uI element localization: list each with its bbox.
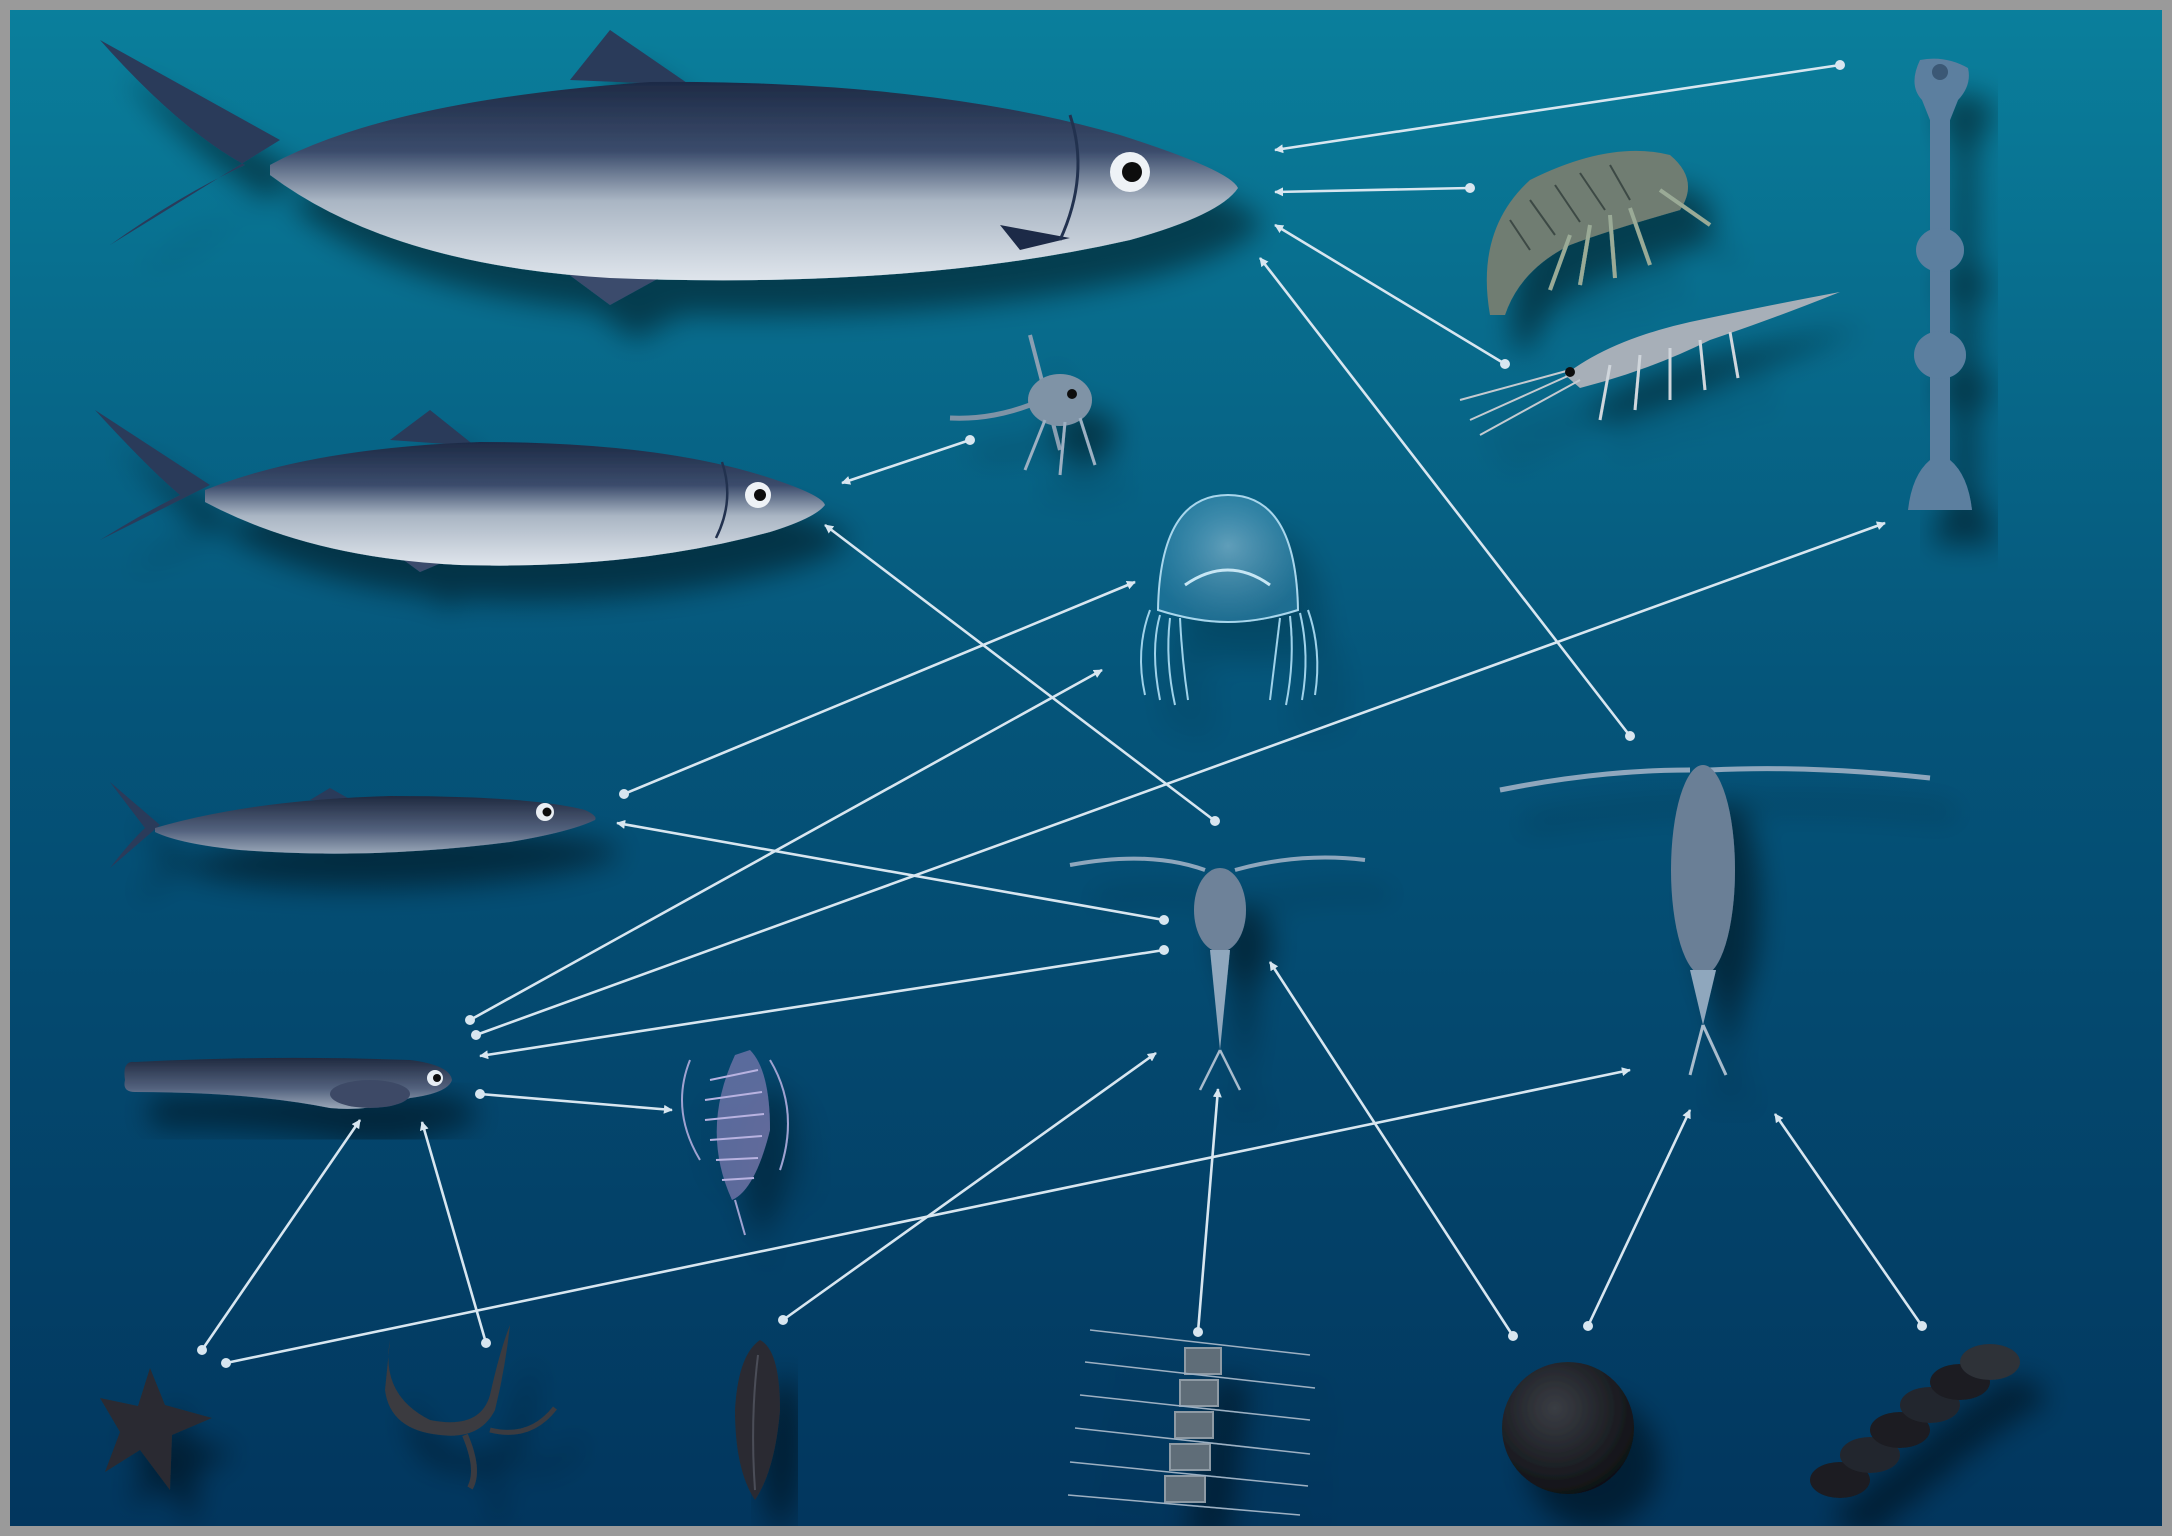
prey-dot: [1500, 359, 1510, 369]
prey-dot: [221, 1358, 231, 1368]
prey-dot: [1193, 1327, 1203, 1337]
prey-dot: [1625, 731, 1635, 741]
prey-dot: [1465, 183, 1475, 193]
prey-dot: [1917, 1321, 1927, 1331]
prey-dot: [481, 1338, 491, 1348]
prey-dot: [778, 1315, 788, 1325]
prey-dot: [465, 1015, 475, 1025]
prey-dot: [1583, 1321, 1593, 1331]
prey-dot: [475, 1089, 485, 1099]
prey-dot: [965, 435, 975, 445]
prey-dot: [1159, 945, 1169, 955]
prey-dot: [471, 1030, 481, 1040]
prey-dot: [1508, 1331, 1518, 1341]
prey-dot: [197, 1345, 207, 1355]
prey-dot: [1159, 915, 1169, 925]
food-web-canvas: [10, 10, 2162, 1526]
prey-dot: [1210, 816, 1220, 826]
prey-dot: [1835, 60, 1845, 70]
coccolithophore-icon: [1502, 1362, 1634, 1494]
prey-dot: [619, 789, 629, 799]
